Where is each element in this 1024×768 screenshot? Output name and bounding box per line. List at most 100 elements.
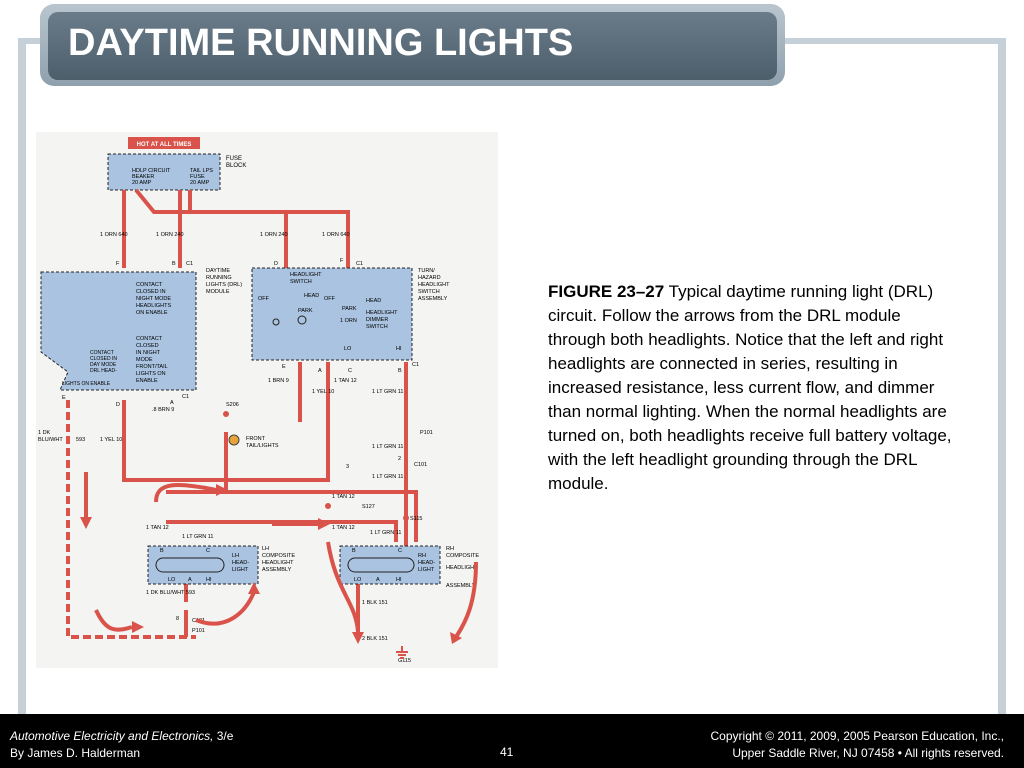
pin-e2: E <box>62 395 66 401</box>
splice-s127: S127 <box>362 504 375 510</box>
lo-label: LO <box>344 346 352 352</box>
lh-lamp-2: HEAD- <box>232 560 249 566</box>
front-tail-2: TAIL/LIGHTS <box>246 443 279 449</box>
wire-1ltgrn-11-e: 1 LT GRN 11 <box>370 530 402 536</box>
drl-module <box>40 271 197 391</box>
slide-frame-left <box>18 38 26 718</box>
fuse-block-label-1: FUSE <box>226 156 242 162</box>
wire-1ltgrn-11-a: 1 LT GRN 11 <box>372 389 404 395</box>
front-tail-lamp-icon <box>228 434 240 446</box>
num-8: 8 <box>176 616 179 622</box>
footer-right: Copyright © 2011, 2009, 2005 Pearson Edu… <box>711 728 1004 762</box>
w-1orn: 1 ORN <box>340 318 357 324</box>
rh-pin-a: A <box>376 577 380 583</box>
contact-night2-2: CLOSED <box>136 343 159 349</box>
conn-d1: D <box>274 261 278 267</box>
arrow-curve-lh <box>195 591 256 626</box>
figure-text: Typical daytime running light (DRL) circ… <box>548 282 952 493</box>
rh-assembly-4: ASSEMBLY <box>446 583 476 589</box>
hot-label-box <box>128 137 200 149</box>
hi-label: HI <box>396 346 402 352</box>
turn-hazard-1: TURN/ <box>418 268 435 274</box>
turn-hazard-3: HEADLIGHT <box>418 282 450 288</box>
tail-fuse-label-2: FUSE <box>190 174 205 180</box>
lh-lamp-bulb <box>155 557 225 573</box>
contact-night2-3: IN NIGHT <box>136 350 161 356</box>
turn-hazard-5: ASSEMBLY <box>418 296 448 302</box>
splice-dot-s127 <box>325 503 331 509</box>
arrow-curve-right <box>454 561 478 639</box>
arrowhead-1 <box>80 517 92 529</box>
tail-fuse-label-3: 20 AMP <box>190 180 210 186</box>
rh-pin-hi: HI <box>396 577 402 583</box>
wire-1dkblu-593: 1 DK BLU/WHT 593 <box>146 590 195 596</box>
lh-assembly-1: LH <box>262 546 269 552</box>
wire-1tan-12-b: 1 TAN 12 <box>332 494 355 500</box>
arrowhead-5 <box>132 621 144 633</box>
headlamp-sun-icon <box>297 315 307 325</box>
contact-night-1: CONTACT <box>136 282 163 288</box>
lh-pin-b: B <box>160 548 164 554</box>
contact-day-5: LIGHTS ON ENABLE <box>62 381 111 387</box>
fuse-block <box>107 153 221 191</box>
slide-title: DAYTIME RUNNING LIGHTS <box>68 22 574 64</box>
breaker-label-1: HDLP CIRCUIT <box>132 168 171 174</box>
pin-e: E <box>282 364 286 370</box>
rh-lamp-bulb <box>347 557 415 573</box>
rh-pin-b: B <box>352 548 356 554</box>
wire-1ltgrn-11-b: 1 LT GRN 11 <box>372 444 404 450</box>
lh-pin-c: C <box>206 548 210 554</box>
splice-dot-s115 <box>403 515 409 521</box>
lh-pin-hi: HI <box>206 577 212 583</box>
contact-night2-7: ENABLE <box>136 378 158 384</box>
breaker-label-2: BEAKER <box>132 174 154 180</box>
lh-assembly-2: COMPOSITE <box>262 553 295 559</box>
contact-night-3: NIGHT MODE <box>136 296 171 302</box>
figure-label: FIGURE 23–27 <box>548 282 665 301</box>
front-tail-1: FRONT <box>246 436 266 442</box>
pin-a: A <box>318 368 322 374</box>
contact-day-1: CONTACT <box>90 350 114 356</box>
rh-assembly-1: RH <box>446 546 454 552</box>
conn-f1: F <box>116 261 120 267</box>
sw-off-2: OFF <box>324 296 336 302</box>
arrow-heads <box>80 484 462 644</box>
wire-1orn-240-b: 1 ORN 240 <box>260 232 288 238</box>
park-lamp-icon <box>272 318 280 326</box>
contact-day-4: DRL HEAD- <box>90 368 117 374</box>
arrowhead-4 <box>248 582 260 594</box>
hot-label: HOT AT ALL TIMES <box>137 142 192 148</box>
footer-bar: Automotive Electricity and Electronics, … <box>0 714 1024 768</box>
lh-assembly-4: ASSEMBLY <box>262 567 292 573</box>
wire-1tan-12-a: 1 TAN 12 <box>334 378 357 384</box>
lh-assembly-3: HEADLIGHT <box>262 560 294 566</box>
arrow-curve-top <box>154 483 217 503</box>
wire-1dk-1: 1 DK <box>38 430 51 436</box>
wire-1dk-2: BLU/WHT <box>38 437 63 443</box>
conn-c1b: C1 <box>356 261 363 267</box>
conn-f2: F <box>340 258 344 264</box>
arrow-curve-rh <box>326 541 360 633</box>
conn-c1-module: C1 <box>182 394 189 400</box>
pin-a2: A <box>170 400 174 406</box>
pin-d2: D <box>116 402 120 408</box>
splice-dots <box>223 411 409 521</box>
conn-c101: C101 <box>414 462 427 468</box>
wire-1blk-151: 1 BLK 151 <box>362 600 388 606</box>
contact-night-2: CLOSED IN <box>136 289 166 295</box>
splice-s115: S115 <box>410 516 422 522</box>
wire-8brn-9: .8 BRN 9 <box>152 407 174 413</box>
conn-c1a: C1 <box>186 261 193 267</box>
sw-head: HEAD <box>304 293 319 299</box>
wire-1tan-12-c: 1 TAN 12 <box>146 525 169 531</box>
wire-1tan-12-d: 1 TAN 12 <box>332 525 355 531</box>
pin-c: C <box>348 368 352 374</box>
title-bar: DAYTIME RUNNING LIGHTS <box>40 4 785 86</box>
footer-left: Automotive Electricity and Electronics, … <box>10 728 233 762</box>
wire-1yel-10-a: 1 YEL 10 <box>312 389 334 395</box>
arrowhead-6 <box>352 632 364 644</box>
current-flow-arrows <box>84 472 478 639</box>
dimmer-1: HEADLIGHT <box>366 310 398 316</box>
splice-dot-s206 <box>223 411 229 417</box>
drl-label-2: RUNNING <box>206 275 232 281</box>
